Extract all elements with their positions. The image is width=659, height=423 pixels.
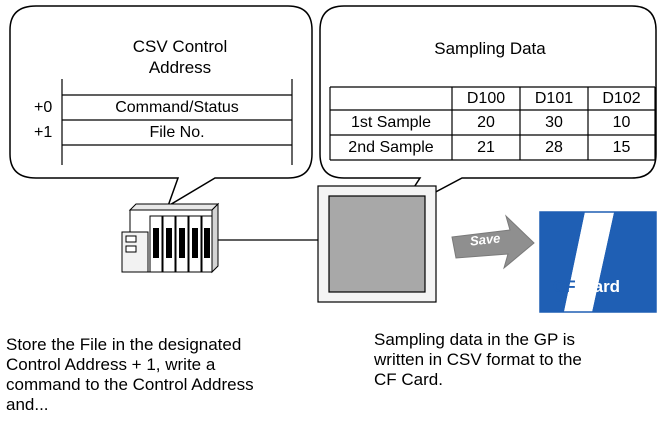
table-cell: 30 <box>545 114 563 131</box>
cf-card-label-part2: -Card <box>575 277 621 296</box>
column-header-d101: D101 <box>534 90 574 107</box>
csv-bubble-outline <box>9 5 313 208</box>
plc-device-icon <box>121 202 220 274</box>
row-label-2nd-sample: 2nd Sample <box>348 139 434 156</box>
table-cell: 20 <box>477 114 495 131</box>
sampling-bubble-title: Sampling Data <box>434 39 546 58</box>
row-label-1st-sample: 1st Sample <box>350 114 432 131</box>
caption-left: Store the File in the designated Control… <box>6 335 254 414</box>
save-arrow-label: Save <box>469 230 502 249</box>
table-cell: 10 <box>612 114 631 131</box>
table-cell: 15 <box>612 139 631 156</box>
address-label-file-no: File No. <box>149 124 205 141</box>
save-arrow-icon <box>451 214 535 270</box>
address-label-command-status: Command/Status <box>115 99 239 116</box>
csv-bubble-title-line1: CSV Control <box>132 37 228 56</box>
address-offset-0: +0 <box>34 99 53 116</box>
column-header-d100: D100 <box>466 90 506 107</box>
csv-bubble-title: CSV Control Address <box>110 36 250 78</box>
cf-card-label: CF-Card <box>553 277 620 297</box>
cf-card-icon <box>539 211 657 313</box>
table-cell: 21 <box>477 139 495 156</box>
address-table-lines <box>61 79 293 165</box>
caption-right: Sampling data in the GP is written in CS… <box>374 330 582 389</box>
table-cell: 28 <box>545 139 563 156</box>
csv-bubble-title-line2: Address <box>148 58 212 77</box>
sampling-table-grid <box>329 86 656 161</box>
column-header-d102: D102 <box>602 90 641 107</box>
address-offset-1: +1 <box>34 124 53 141</box>
gp-display-icon <box>317 185 437 303</box>
cf-card-label-part1: CF <box>553 277 576 296</box>
